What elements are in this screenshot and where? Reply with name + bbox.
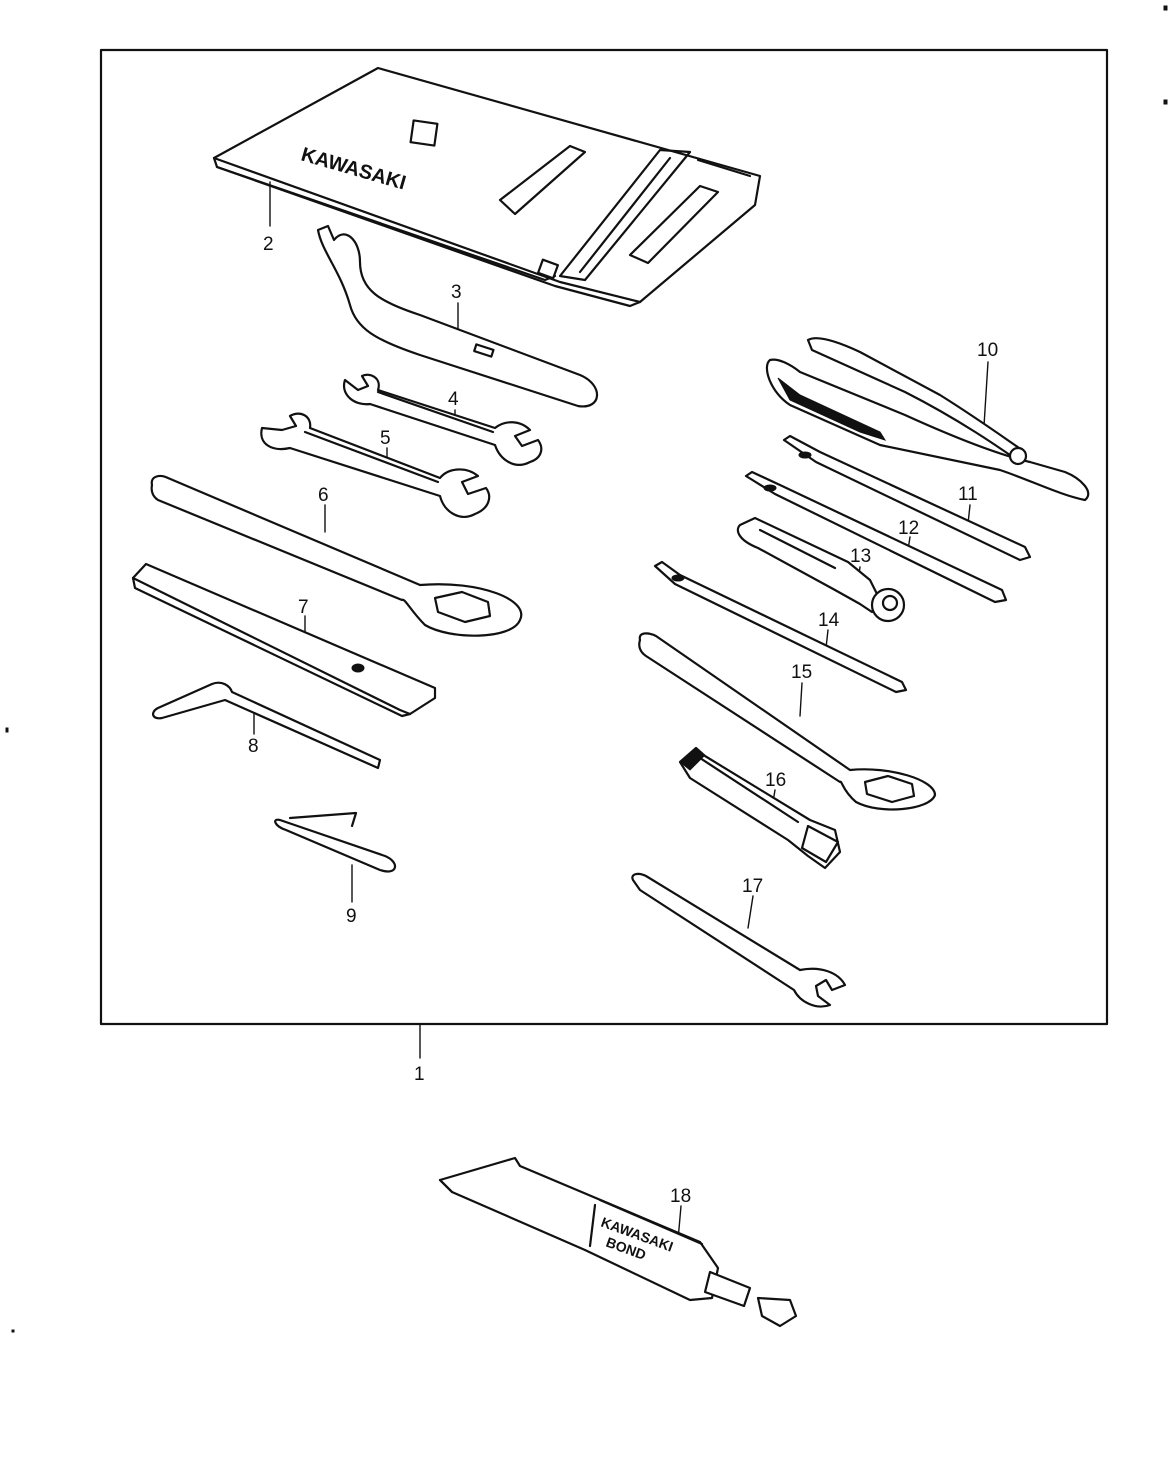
callout-10: 10 <box>977 340 998 361</box>
open-end-wrench-large <box>260 412 491 518</box>
open-end-wrench-17 <box>631 872 847 1008</box>
flat-bar-tool <box>131 562 437 718</box>
box-wrench-15 <box>638 632 937 811</box>
callout-1: 1 <box>414 1064 425 1085</box>
scan-specks <box>5 5 1168 1333</box>
clip-tool <box>274 811 396 873</box>
box-wrench <box>150 474 523 637</box>
callout-labels: 1 2 3 4 5 6 7 8 9 10 11 12 13 14 15 16 1… <box>248 234 998 1207</box>
callout-8: 8 <box>248 736 259 757</box>
callout-5: 5 <box>380 428 391 449</box>
screwdriver-12 <box>744 470 1008 604</box>
sealant-tube: KAWASAKI BOND <box>438 1156 798 1328</box>
hook-spanner <box>316 224 599 408</box>
open-end-wrench-small <box>342 373 543 466</box>
callout-17: 17 <box>742 876 763 897</box>
callout-14: 14 <box>818 610 840 631</box>
hex-key <box>152 681 382 770</box>
spark-plug-wrench <box>678 746 842 870</box>
callout-3: 3 <box>451 282 462 303</box>
callout-16: 16 <box>765 770 786 791</box>
callout-6: 6 <box>318 485 329 506</box>
callout-12: 12 <box>898 518 919 539</box>
callout-15: 15 <box>791 662 812 683</box>
kit-boundary-box <box>99 48 1109 1026</box>
callout-9: 9 <box>346 906 357 927</box>
leader-lines <box>253 181 989 1241</box>
callout-4: 4 <box>448 389 459 410</box>
callout-2: 2 <box>263 234 274 255</box>
callout-13: 13 <box>850 546 871 567</box>
screwdriver-14 <box>653 560 908 694</box>
screwdriver-11 <box>782 434 1032 562</box>
callout-11: 11 <box>958 484 978 505</box>
callout-18: 18 <box>670 1186 691 1207</box>
tool-pouch: KAWASAKI <box>212 66 762 308</box>
socket-handle <box>736 516 906 623</box>
callout-7: 7 <box>298 597 309 618</box>
pliers <box>765 337 1090 502</box>
